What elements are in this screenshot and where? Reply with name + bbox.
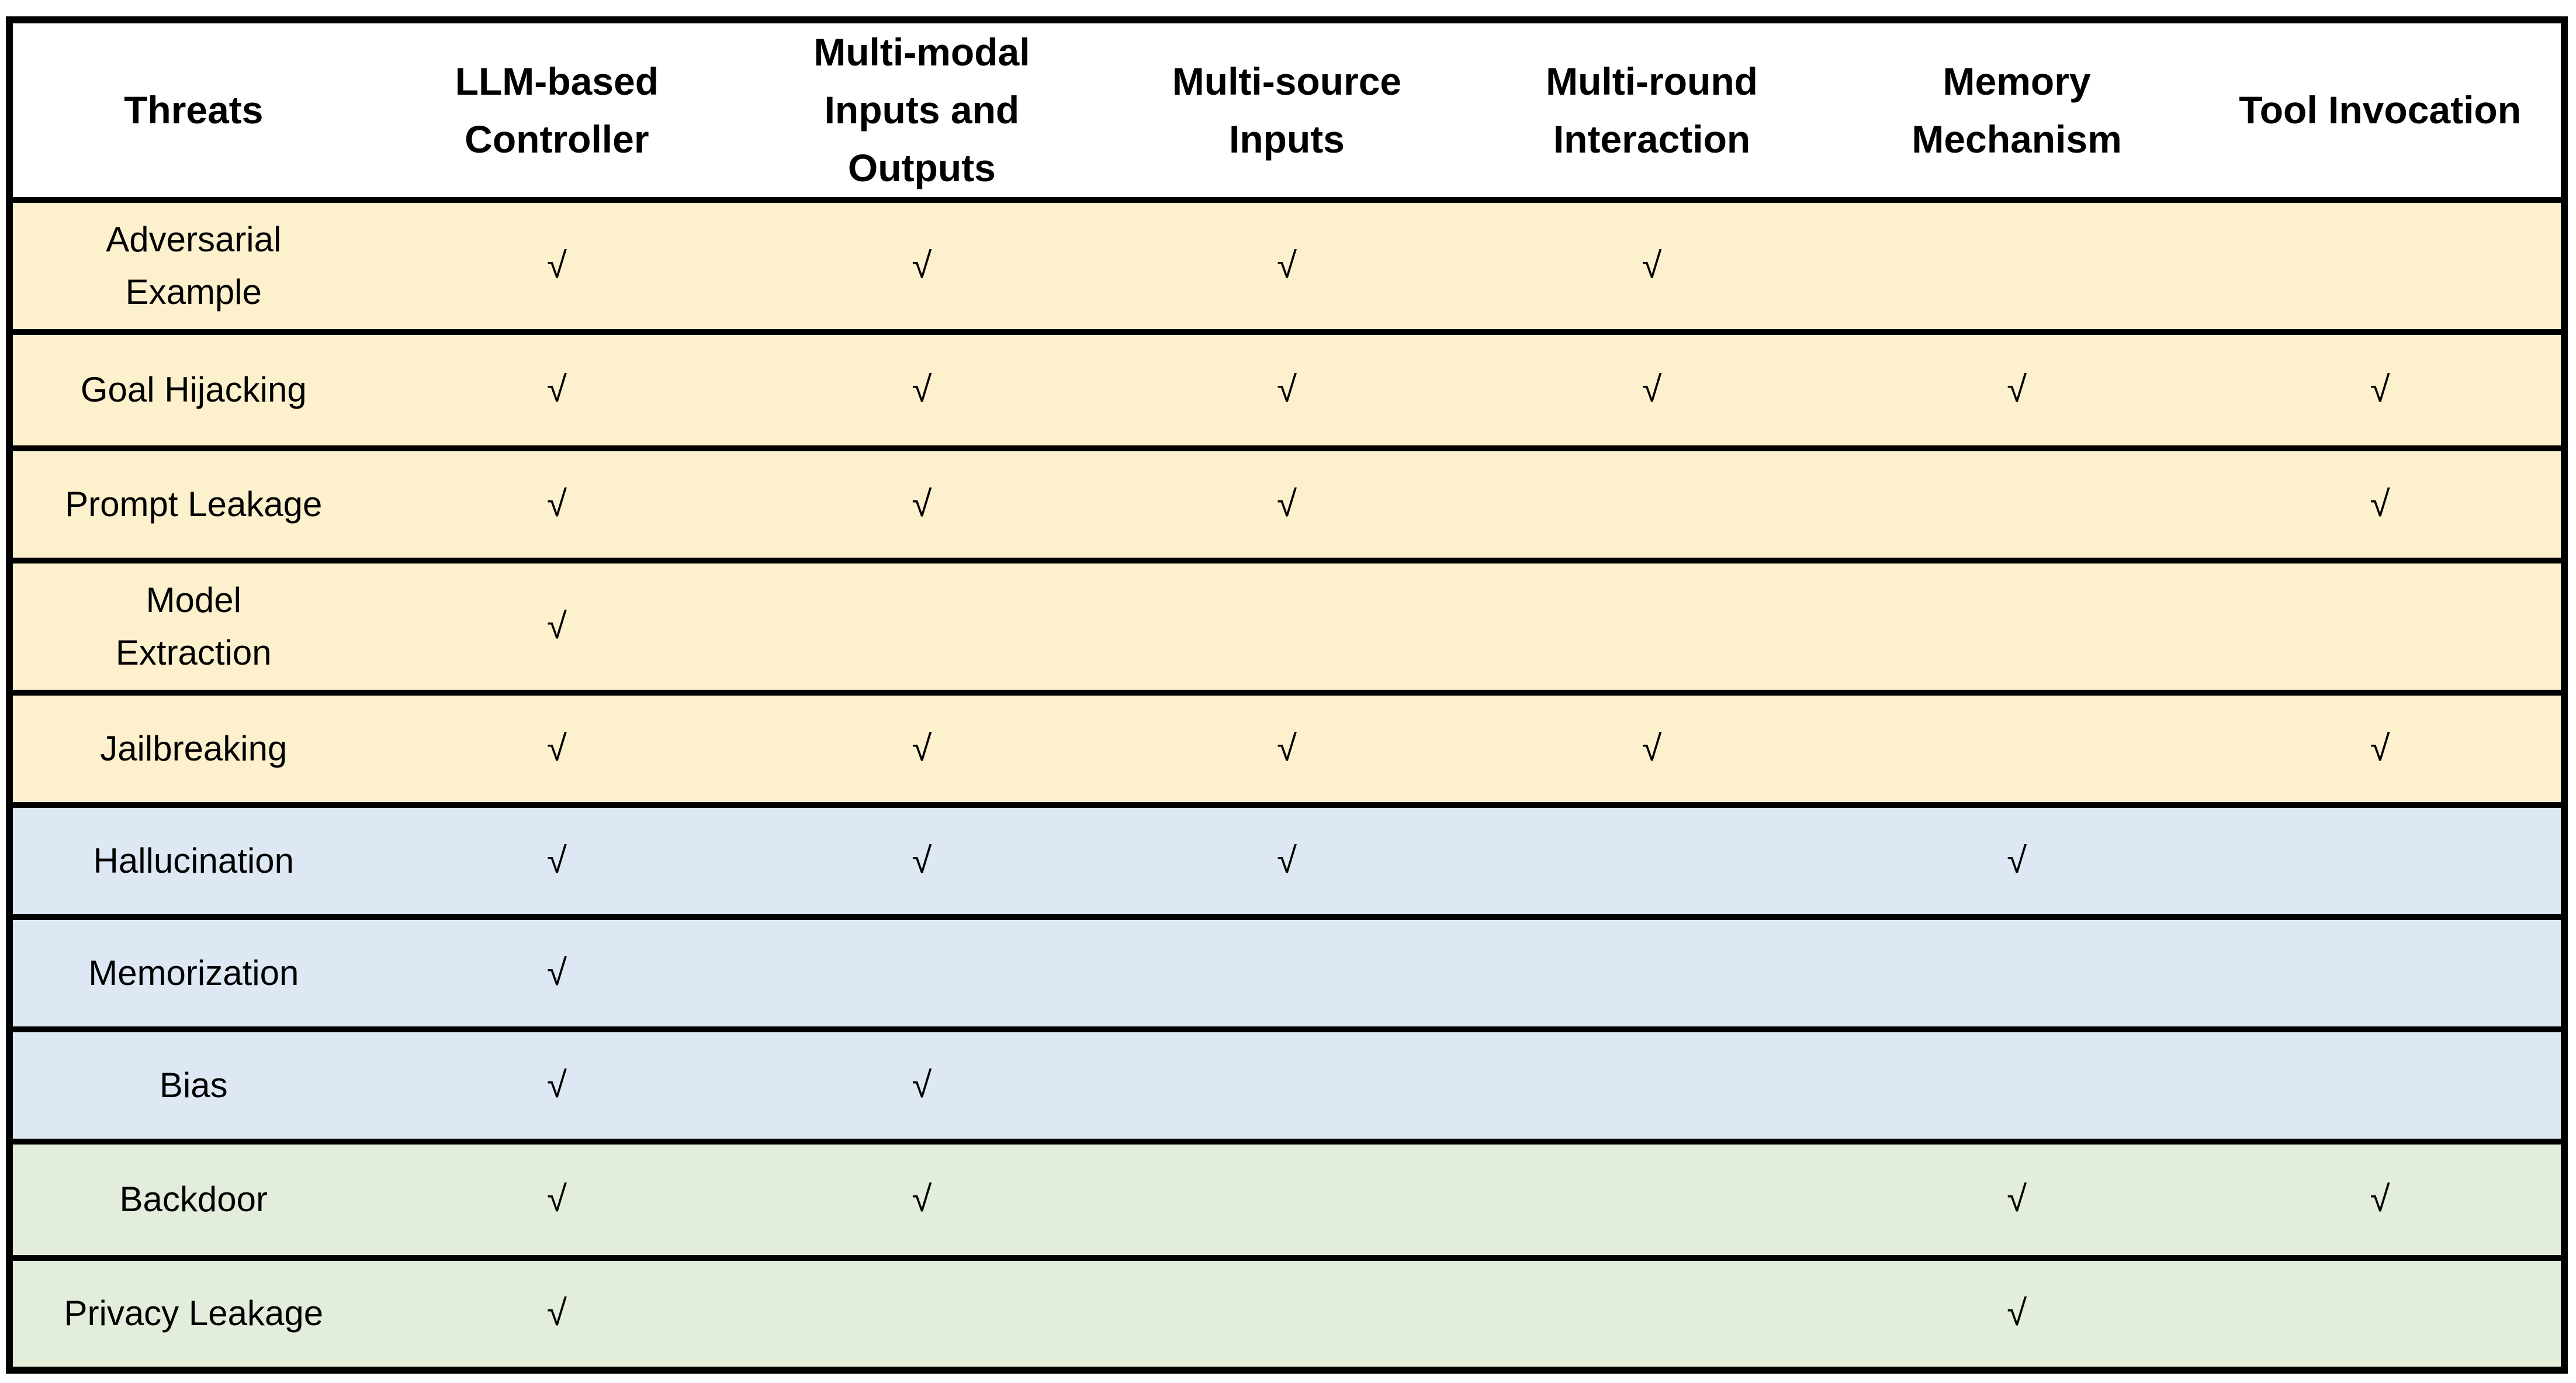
check-cell: √ (546, 483, 567, 524)
check-cell: √ (1276, 840, 1297, 881)
check-cell (739, 1258, 1105, 1370)
check-cell: √ (2007, 1293, 2027, 1334)
row-memorization: Memorization √ (9, 917, 2564, 1029)
check-cell: √ (912, 840, 932, 881)
check-cell (1105, 1142, 1470, 1258)
check-cell (1469, 1142, 1834, 1258)
check-cell (1469, 805, 1834, 917)
check-cell: √ (546, 840, 567, 881)
header-row: Threats LLM-based Controller Multi-modal… (9, 20, 2564, 200)
threat-label: Hallucination (93, 841, 295, 880)
threat-label: Adversarial Example (106, 219, 282, 312)
check-cell: √ (2007, 840, 2027, 881)
check-cell: √ (1276, 483, 1297, 524)
column-header-threats: Threats (9, 20, 375, 200)
check-cell (1469, 448, 1834, 561)
check-cell (1105, 917, 1470, 1029)
check-cell (1469, 1258, 1834, 1370)
row-model-extraction: Model Extraction √ (9, 560, 2564, 693)
check-cell (2199, 561, 2564, 693)
column-header-memory-mechanism: Memory Mechanism (1834, 20, 2200, 200)
check-cell (1105, 1258, 1470, 1370)
check-cell (1834, 1029, 2200, 1142)
check-cell (2199, 1258, 2564, 1370)
threat-label: Privacy Leakage (64, 1294, 324, 1333)
check-cell: √ (546, 728, 567, 769)
check-cell (1834, 917, 2200, 1029)
threat-label: Prompt Leakage (65, 484, 323, 524)
check-cell (1105, 561, 1470, 693)
check-cell: √ (2007, 369, 2027, 410)
check-cell: √ (546, 952, 567, 993)
column-header-multi-source-inputs: Multi-source Inputs (1104, 20, 1470, 200)
row-goal-hijacking: Goal Hijacking √ √ √ √ √ √ (9, 331, 2564, 448)
check-cell: √ (2370, 728, 2390, 769)
column-header-multi-round-interaction: Multi-round Interaction (1469, 20, 1834, 200)
check-cell: √ (1276, 369, 1297, 410)
check-cell (1834, 561, 2200, 693)
threat-label: Backdoor (119, 1180, 268, 1219)
row-hallucination: Hallucination √ √ √ √ (9, 804, 2564, 917)
check-cell: √ (912, 1179, 932, 1220)
column-header-multi-modal-inputs-outputs: Multi-modal Inputs and Outputs (739, 20, 1105, 200)
threat-label: Bias (159, 1065, 228, 1105)
row-adversarial-example: Adversarial Example √ √ √ √ (9, 200, 2564, 332)
row-jailbreaking: Jailbreaking √ √ √ √ √ (9, 692, 2564, 805)
check-cell (1105, 1029, 1470, 1142)
threat-label: Jailbreaking (100, 728, 288, 768)
threats-capability-matrix-table: Threats LLM-based Controller Multi-modal… (6, 16, 2568, 1374)
check-cell: √ (912, 728, 932, 769)
check-cell: √ (2370, 369, 2390, 410)
row-privacy-leakage: Privacy Leakage √ √ (9, 1257, 2564, 1370)
check-cell: √ (912, 483, 932, 524)
check-cell (2199, 805, 2564, 917)
check-cell: √ (546, 1064, 567, 1105)
check-cell: √ (1276, 728, 1297, 769)
check-cell (1834, 448, 2200, 561)
check-cell (2199, 1029, 2564, 1142)
check-cell (2199, 200, 2564, 332)
table-header: Threats LLM-based Controller Multi-modal… (9, 20, 2564, 200)
threat-label: Memorization (88, 953, 299, 993)
check-cell: √ (912, 1064, 932, 1105)
check-cell (1834, 200, 2200, 332)
check-cell: √ (546, 245, 567, 286)
column-header-tool-invocation: Tool Invocation (2199, 20, 2564, 200)
check-cell (1469, 1029, 1834, 1142)
check-cell: √ (2370, 1179, 2390, 1220)
threat-label: Model Extraction (115, 580, 272, 672)
check-cell: √ (1642, 728, 1662, 769)
check-cell (1469, 561, 1834, 693)
check-cell (739, 561, 1105, 693)
check-cell: √ (546, 606, 567, 646)
row-prompt-leakage: Prompt Leakage √ √ √ √ (9, 448, 2564, 561)
check-cell: √ (546, 369, 567, 410)
check-cell (739, 917, 1105, 1029)
check-cell: √ (1276, 245, 1297, 286)
check-cell (1469, 917, 1834, 1029)
check-cell: √ (546, 1293, 567, 1334)
column-header-llm-based-controller: LLM-based Controller (374, 20, 740, 200)
check-cell: √ (2007, 1179, 2027, 1220)
check-cell: √ (2370, 483, 2390, 524)
row-bias: Bias √ √ (9, 1029, 2564, 1142)
check-cell: √ (546, 1179, 567, 1220)
threat-label: Goal Hijacking (80, 370, 307, 410)
check-cell: √ (1642, 245, 1662, 286)
check-cell (2199, 917, 2564, 1029)
check-cell (1834, 693, 2200, 805)
check-cell: √ (912, 369, 932, 410)
table-body: Adversarial Example √ √ √ √ Goal Hijacki… (9, 200, 2564, 1370)
row-backdoor: Backdoor √ √ √ √ (9, 1141, 2564, 1258)
check-cell: √ (912, 245, 932, 286)
check-cell: √ (1642, 369, 1662, 410)
